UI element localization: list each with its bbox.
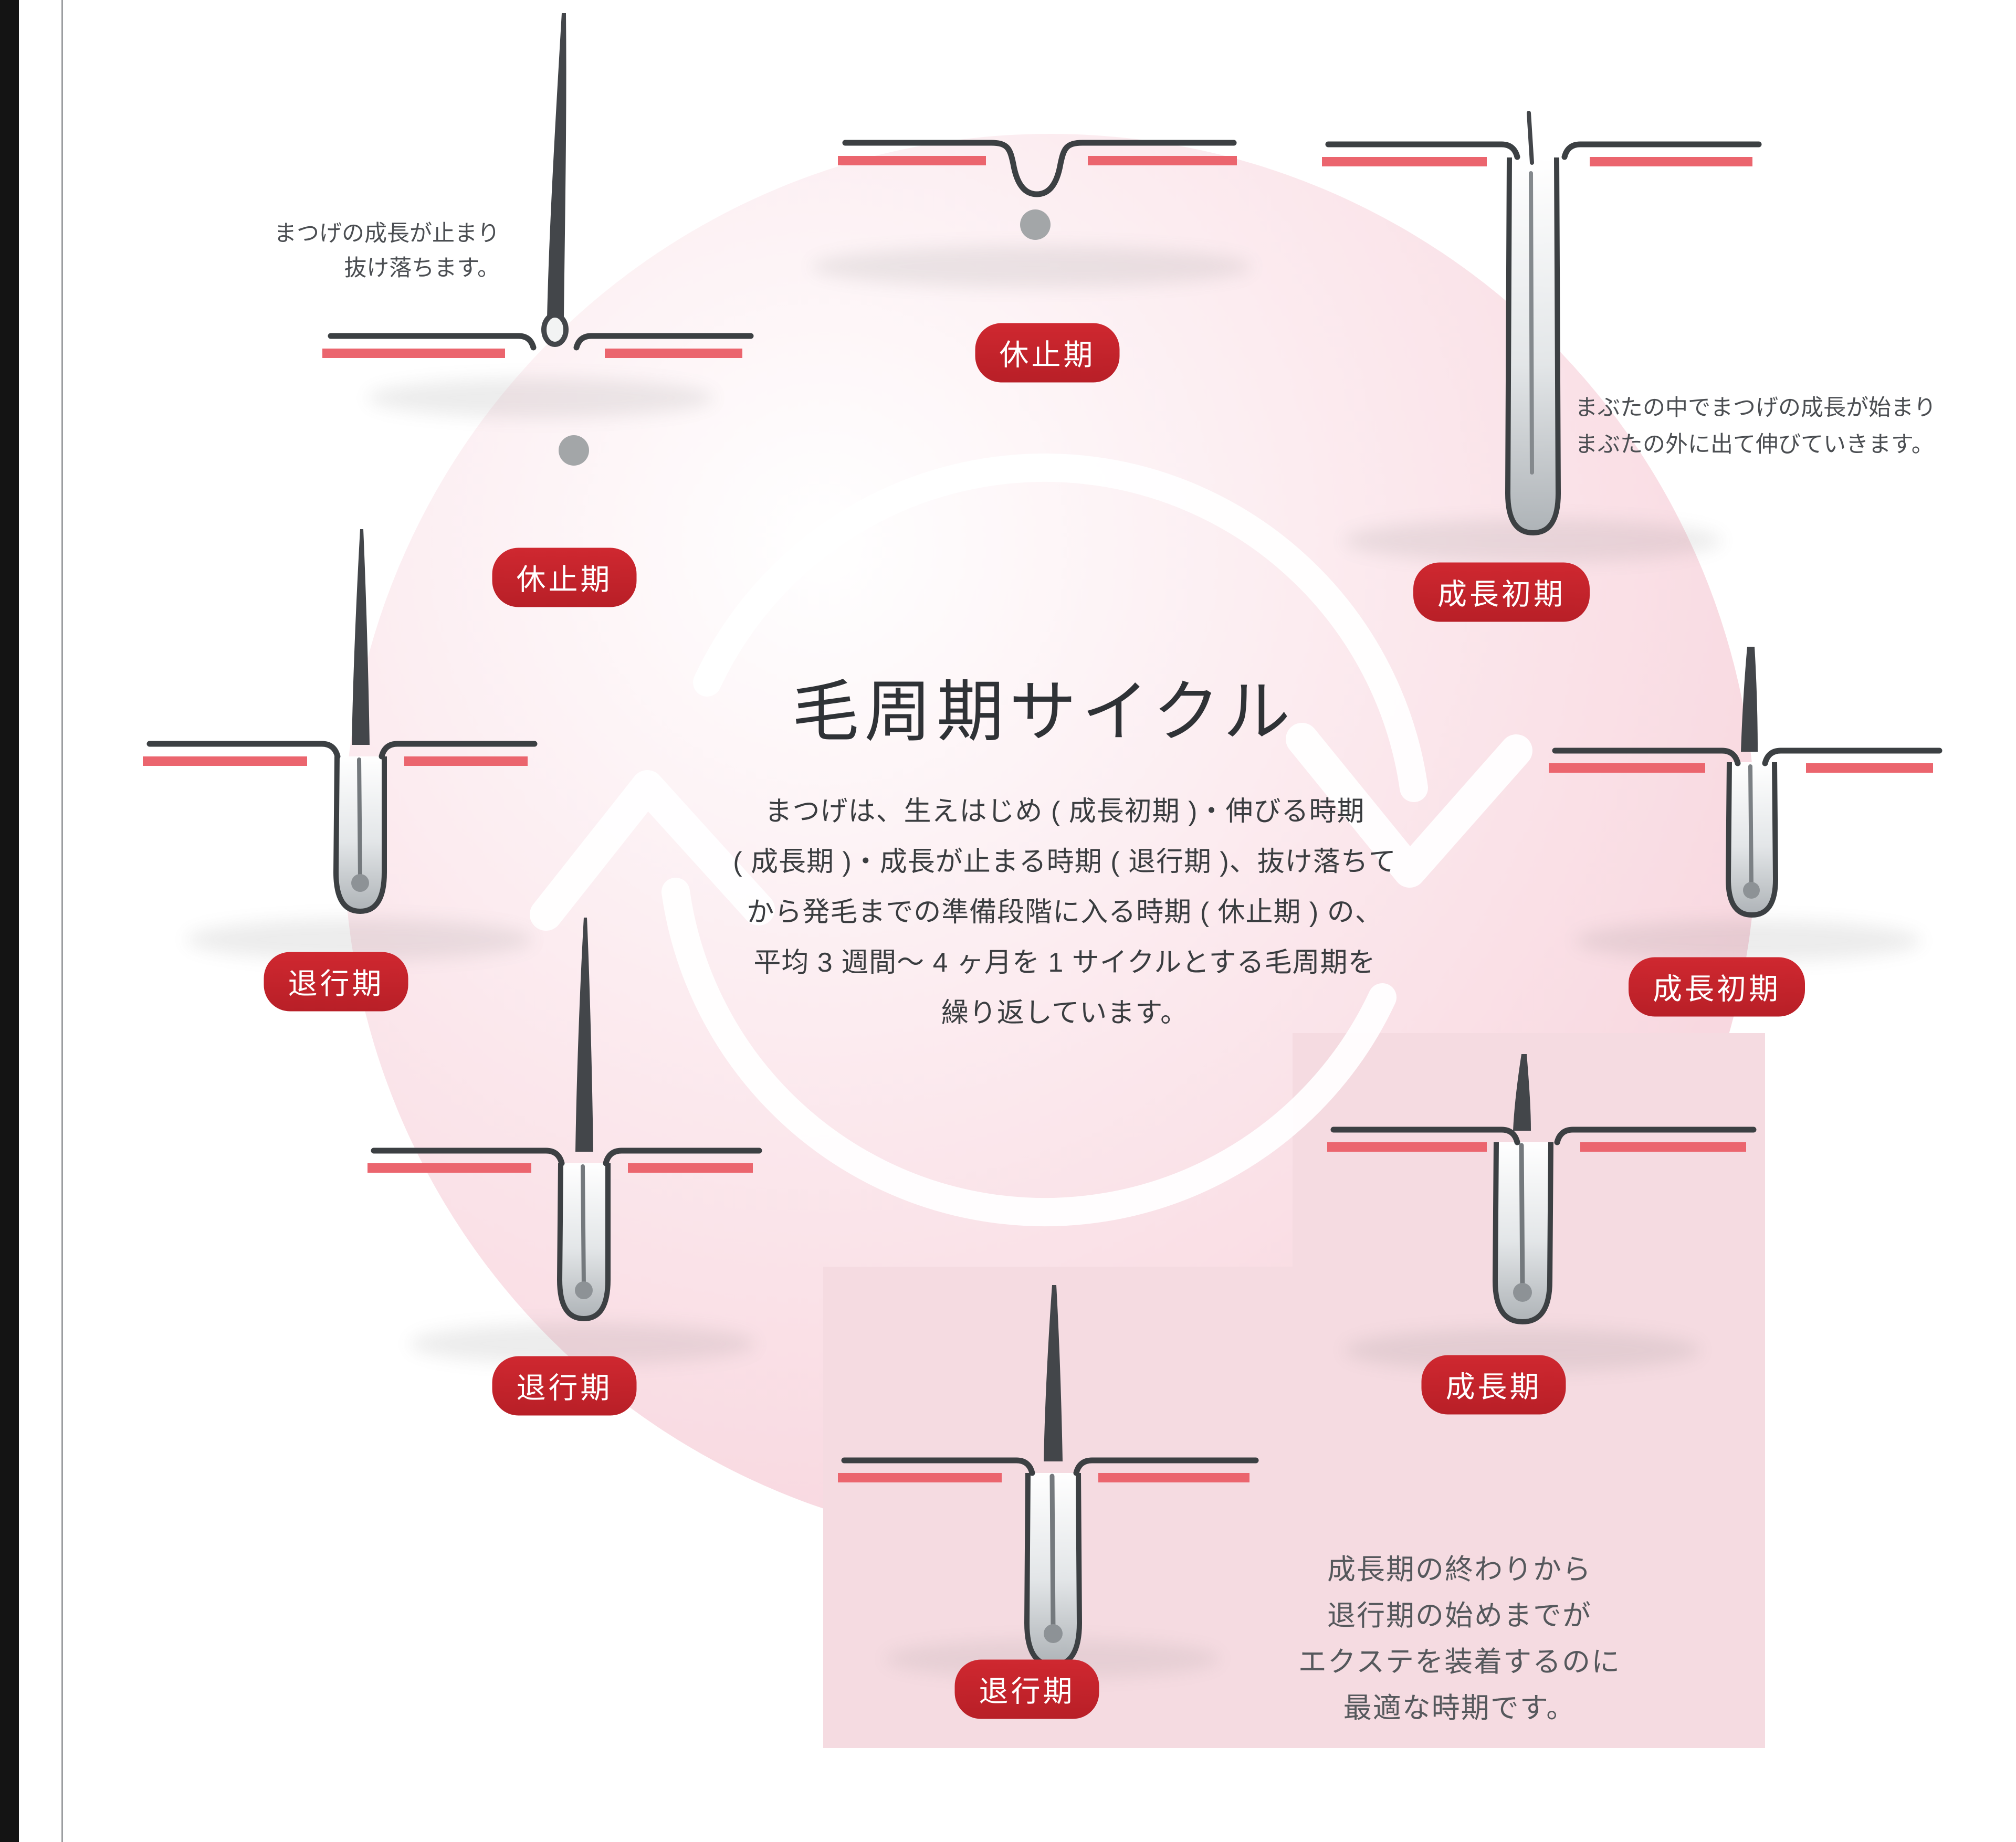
follicle-regression-left	[143, 529, 538, 961]
page-title: 毛周期サイクル	[792, 675, 1296, 750]
stage-label-growth: 成長期	[1421, 1355, 1566, 1415]
annotation-falling-out: まつげの成長が止まり 抜け落ちます。	[274, 216, 500, 286]
extension-best-period-note: 成長期の終わりから 退行期の始めまでが エクステを装着するのに 最適な時期です。	[1298, 1546, 1621, 1731]
description-line: ( 成長期 )・成長が止まる時期 ( 退行期 )、抜け落ちて	[733, 847, 1396, 877]
description-line: から発毛までの準備段階に入る時期 ( 休止期 ) の、	[747, 897, 1383, 928]
follicle-resting-top-left	[322, 13, 754, 466]
fallen-bulb-dot	[559, 435, 589, 466]
follicle-regression-lower-left	[368, 918, 762, 1365]
note-line: 最適な時期です。	[1343, 1692, 1576, 1724]
annotation-line: まつげの成長が止まり	[274, 221, 500, 246]
left-border-line	[61, 0, 63, 1842]
cycle-description: まつげは、生えはじめ ( 成長初期 )・伸びる時期 ( 成長期 )・成長が止まる…	[733, 786, 1396, 1038]
hair-tip	[1527, 111, 1534, 165]
fallen-bulb-dot	[1020, 209, 1051, 240]
hair-shaft	[1513, 1054, 1531, 1131]
cycle-arrows	[530, 453, 1532, 1227]
stage-label-early-growth-right: 成長初期	[1629, 957, 1805, 1017]
description-line: まつげは、生えはじめ ( 成長初期 )・伸びる時期	[764, 796, 1365, 827]
note-line: 成長期の終わりから	[1327, 1554, 1592, 1585]
note-line: エクステを装着するのに	[1298, 1646, 1621, 1678]
left-black-edge	[0, 0, 19, 1842]
stage-label-regression-lower-left: 退行期	[492, 1356, 637, 1416]
hair-shaft	[1741, 647, 1758, 752]
arrowhead-up-icon	[530, 770, 775, 931]
follicle-resting-top-center	[811, 140, 1252, 288]
follicle-early-growth-right	[1549, 647, 1942, 962]
annotation-growth-start: まぶたの中でまつげの成長が始まり まぶたの外に出て伸びていきます。	[1575, 390, 1936, 463]
stage-label-resting-top-left: 休止期	[492, 548, 637, 607]
hair-shaft	[352, 529, 370, 745]
hair-shaft	[547, 13, 566, 318]
description-line: 平均 3 週間〜 4 ヶ月を 1 サイクルとする毛周期を	[753, 948, 1376, 978]
description-line: 繰り返しています。	[941, 998, 1189, 1028]
hair-shaft	[575, 918, 593, 1152]
stage-label-resting-top-center: 休止期	[975, 323, 1120, 383]
note-line: 退行期の始めまでが	[1327, 1600, 1592, 1632]
stage-label-regression-left: 退行期	[264, 952, 408, 1012]
hair-shaft	[1044, 1285, 1063, 1461]
annotation-line: まぶたの外に出て伸びていきます。	[1575, 432, 1934, 457]
follicle-early-growth-upper-right	[1322, 111, 1762, 563]
annotation-line: まぶたの中でまつげの成長が始まり	[1575, 395, 1936, 420]
annotation-line: 抜け落ちます。	[344, 256, 500, 281]
stage-label-early-growth-upper-right: 成長初期	[1413, 562, 1590, 622]
hair-bulb	[541, 312, 569, 347]
stage-label-regression-bottom: 退行期	[954, 1659, 1099, 1719]
arrowhead-down-icon	[1286, 723, 1532, 888]
